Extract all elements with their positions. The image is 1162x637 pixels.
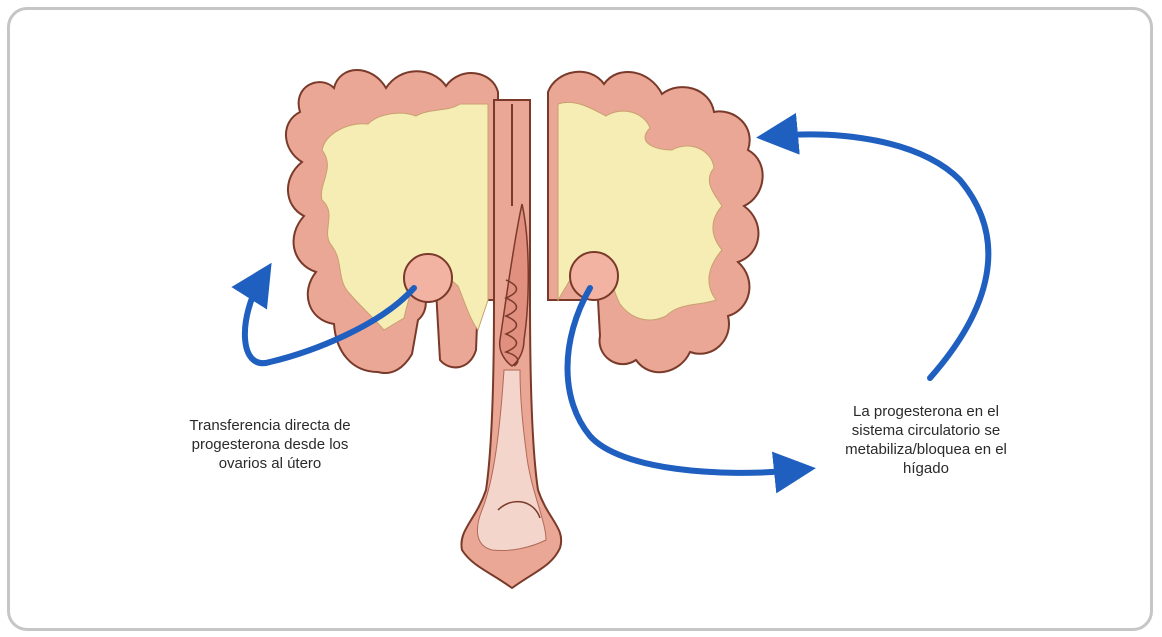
direct-transfer-label-line-2: progesterona desde los <box>160 435 380 454</box>
circulation-label-line-2: sistema circulatorio se <box>810 421 1042 440</box>
vaginal-canal <box>477 370 546 551</box>
circulation-label-line-3: metabiliza/bloquea en el <box>810 440 1042 459</box>
direct-transfer-label-line-3: ovarios al útero <box>160 454 380 473</box>
direct-transfer-label: Transferencia directa de progesterona de… <box>160 416 380 473</box>
right-ovary <box>570 252 618 300</box>
circulation-label: La progesterona en el sistema circulator… <box>810 402 1042 478</box>
circulation-label-line-4: hígado <box>810 459 1042 478</box>
circulation-label-line-1: La progesterona en el <box>810 402 1042 421</box>
direct-transfer-label-line-1: Transferencia directa de <box>160 416 380 435</box>
arrow-circulation-return <box>774 134 988 378</box>
